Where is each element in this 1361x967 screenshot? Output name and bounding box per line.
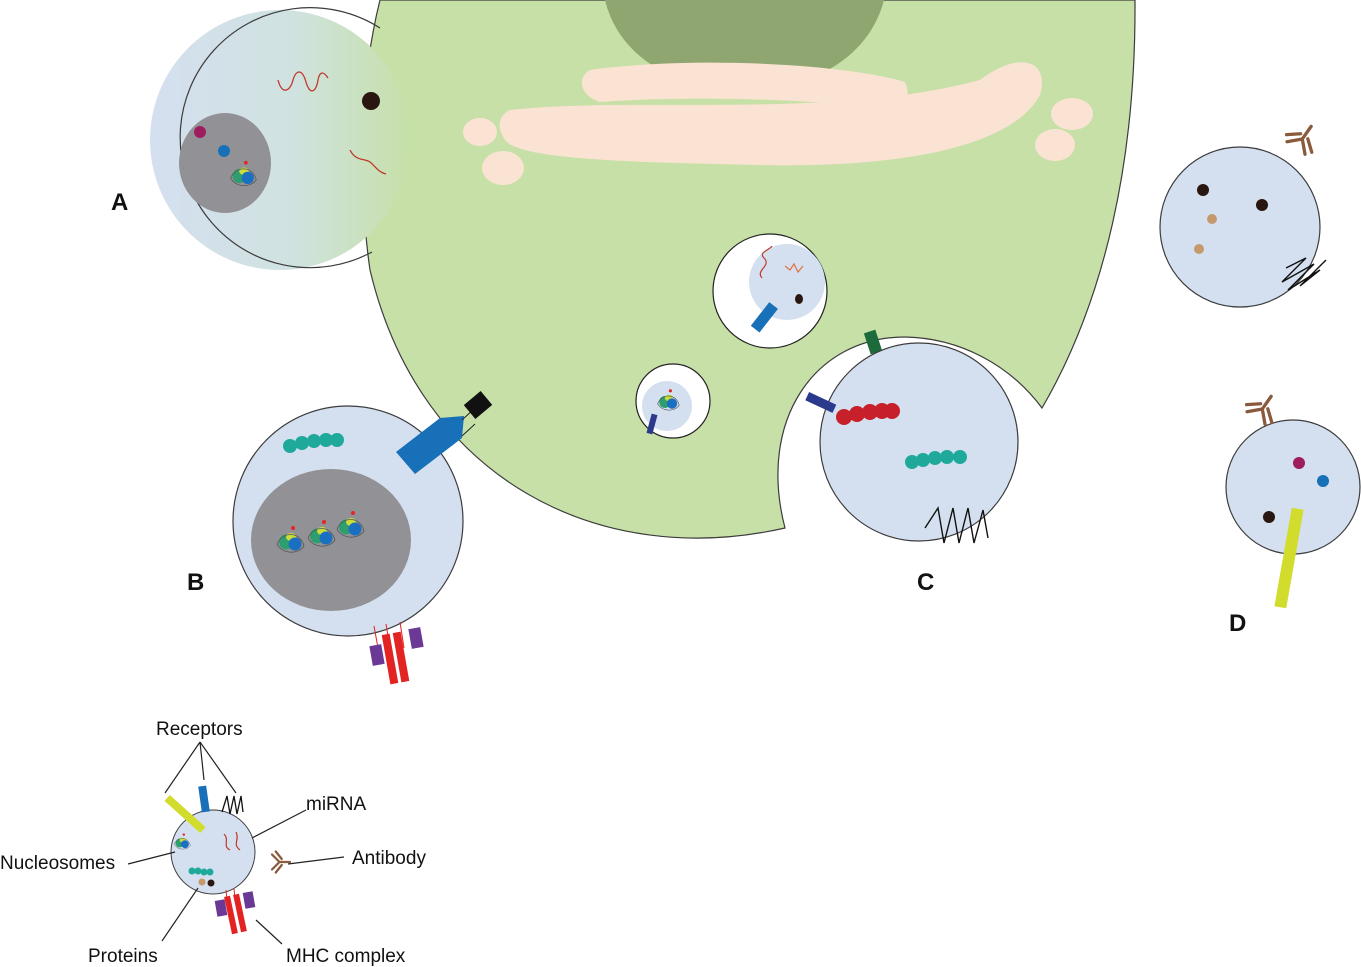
vesicle-c <box>805 342 1019 544</box>
legend-label-receptors: Receptors <box>156 719 243 740</box>
receptor-blue-b <box>396 416 464 474</box>
legend: Receptors miRNA Nucleosomes Antibody Pro… <box>0 719 426 967</box>
legend-mhc-complex <box>214 888 256 935</box>
mhc-complex-b <box>369 621 424 685</box>
receptor-yellow-d <box>1274 507 1304 609</box>
legend-label-mhc: MHC complex <box>286 946 406 967</box>
vesicle-c-body <box>819 342 1019 542</box>
legend-receptor-blue <box>198 785 210 813</box>
legend-leader-lines <box>127 741 345 945</box>
legend-label-antibody: Antibody <box>352 848 426 869</box>
legend-label-mirna: miRNA <box>306 794 366 815</box>
panel-label-d: D <box>1229 610 1246 637</box>
legend-label-proteins: Proteins <box>88 946 158 967</box>
protein-chain-teal-c <box>905 450 967 469</box>
panel-label-b: B <box>187 569 204 596</box>
parent-cell <box>361 0 1136 539</box>
vesicle-a-core <box>179 113 271 213</box>
vesicle-a <box>150 7 410 270</box>
legend-receptor-yellow <box>164 794 206 834</box>
vesicle-d-lower <box>1225 385 1361 609</box>
receptor-spring-c <box>924 506 989 544</box>
vesicle-d-upper <box>1159 115 1327 308</box>
mirna-a2 <box>349 149 387 175</box>
ligand-black <box>463 391 493 419</box>
vesicle-d-upper-body <box>1159 146 1321 308</box>
legend-label-nucleosomes: Nucleosomes <box>0 853 115 874</box>
multivesicular-body-small <box>635 363 711 439</box>
cell-surface-marker-green <box>863 329 883 355</box>
receptor-spring-d <box>1281 257 1327 291</box>
panel-label-a: A <box>111 189 128 216</box>
protein-chain-b <box>283 433 344 453</box>
endoplasmic-reticulum <box>463 62 1093 185</box>
legend-receptor-spring <box>221 795 244 815</box>
legend-protein-chain <box>188 867 214 876</box>
marker-navy-c <box>805 392 837 413</box>
multivesicular-body-large <box>712 233 828 349</box>
protein-chain-red-c <box>836 403 900 425</box>
panel-label-c: C <box>917 569 934 596</box>
vesicle-b <box>232 391 493 685</box>
legend-mirna-shape <box>223 831 241 851</box>
mirna-a1 <box>277 71 329 92</box>
